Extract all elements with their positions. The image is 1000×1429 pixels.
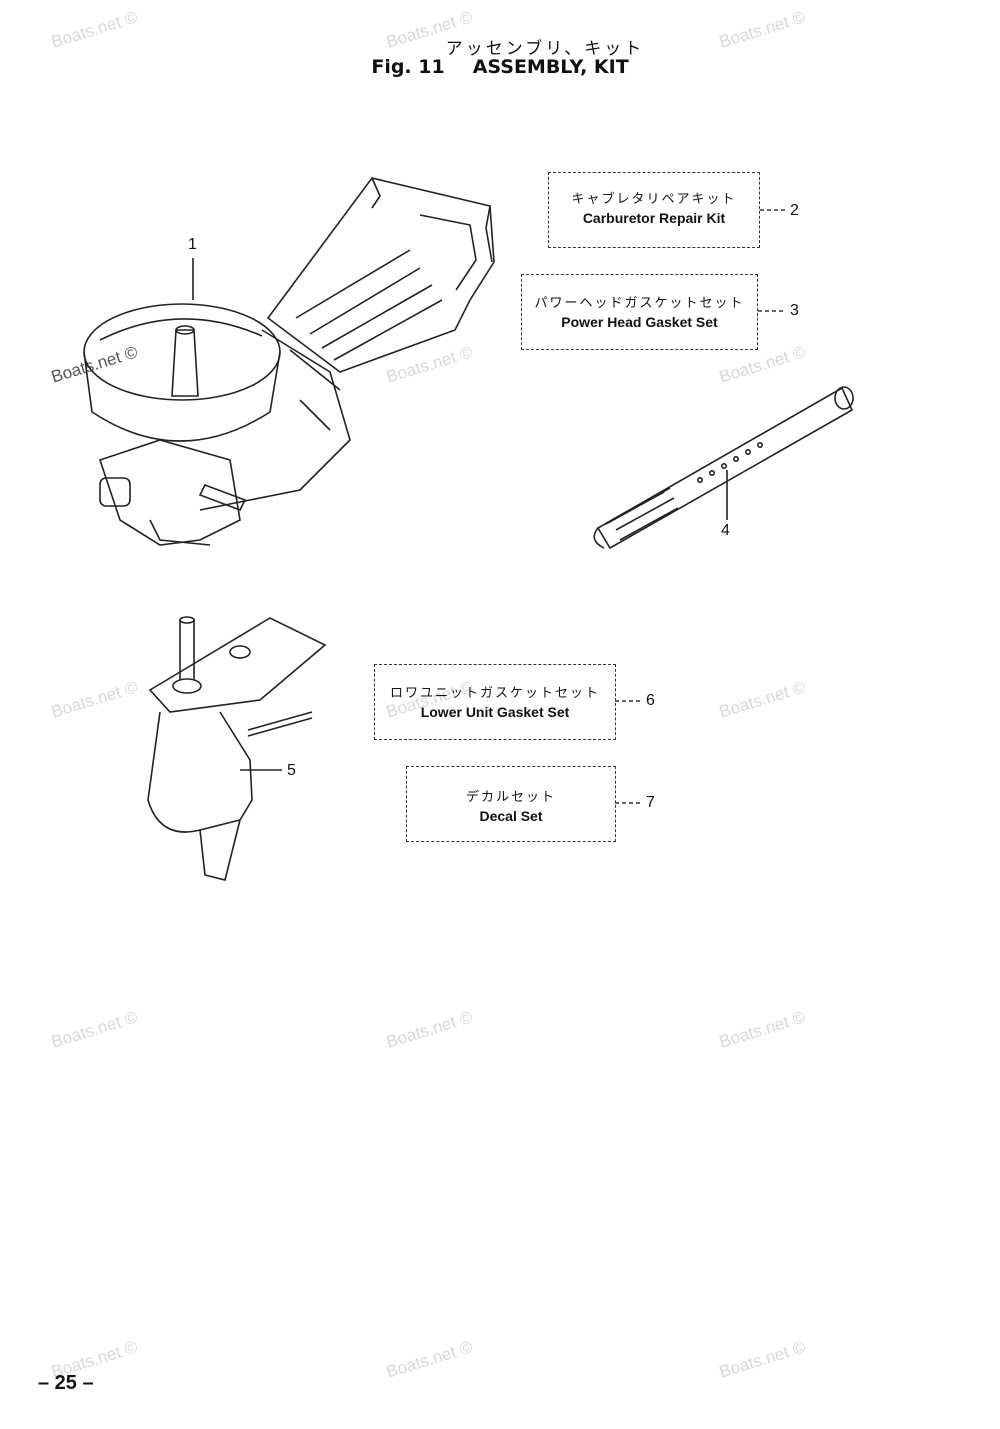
label-english: Decal Set <box>479 808 543 824</box>
callout-1: 1 <box>188 236 197 253</box>
label-decal-set: デカルセット Decal Set <box>406 766 616 842</box>
figure-title-japanese: アッセンブリ、キット <box>445 39 645 59</box>
leader-lines <box>192 209 785 804</box>
label-japanese: パワーヘッドガスケットセット <box>534 296 745 311</box>
callout-4: 4 <box>721 522 730 539</box>
figure-title: Fig. 11 ASSEMBLY, KIT <box>0 56 1000 78</box>
callout-7: 7 <box>646 794 655 811</box>
label-power-head-gasket-set: パワーヘッドガスケットセット Power Head Gasket Set <box>521 274 758 350</box>
lower-unit-drawing <box>147 616 327 881</box>
label-english: Power Head Gasket Set <box>561 314 718 330</box>
label-japanese: ロワユニットガスケットセット <box>389 686 600 701</box>
callout-3: 3 <box>790 302 799 319</box>
figure-name: ASSEMBLY, KIT <box>472 56 629 78</box>
page-number: – 25 – <box>38 1372 94 1394</box>
tiller-extension-drawing <box>593 386 854 550</box>
label-english: Lower Unit Gasket Set <box>420 704 570 720</box>
label-carburetor-repair-kit: キャブレタリペアキット Carburetor Repair Kit <box>548 172 760 248</box>
callout-2: 2 <box>790 202 799 219</box>
label-lower-unit-gasket-set: ロワユニットガスケットセット Lower Unit Gasket Set <box>374 664 616 740</box>
label-japanese: キャブレタリペアキット <box>571 192 737 207</box>
callout-6: 6 <box>646 692 655 709</box>
label-japanese: デカルセット <box>465 790 556 805</box>
power-head-assembly-drawing <box>83 177 495 546</box>
figure-number: Fig. 11 <box>371 56 445 78</box>
label-english: Carburetor Repair Kit <box>582 210 726 226</box>
callout-5: 5 <box>287 762 296 779</box>
